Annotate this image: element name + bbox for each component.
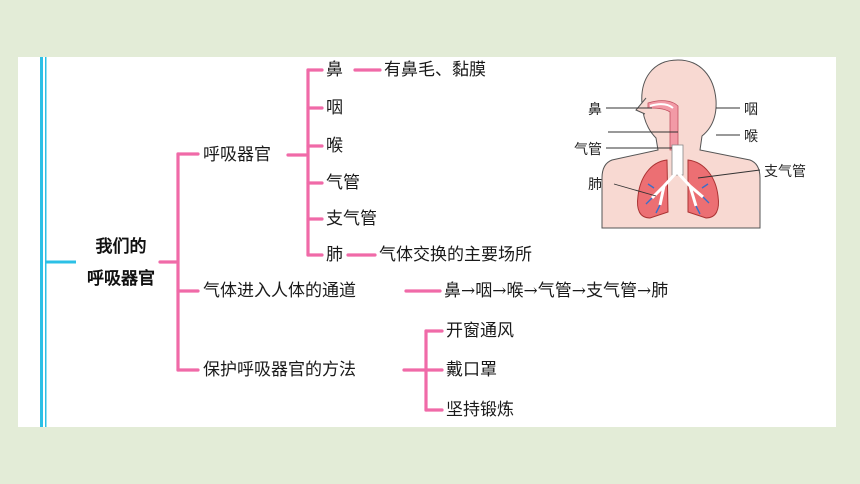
root-line-1: 我们的 [95, 237, 147, 257]
figure-label-trachea: 气管 [574, 142, 602, 158]
organ-trachea: 气管 [326, 173, 360, 193]
figure-label-bronchi: 支气管 [764, 164, 806, 180]
protect-item: 戴口罩 [446, 360, 497, 380]
organ-nose-note: 有鼻毛、黏膜 [384, 60, 486, 80]
organ-bronchi: 支气管 [326, 209, 377, 229]
protect-item: 开窗通风 [446, 321, 514, 341]
organ-nose: 鼻 [326, 60, 343, 80]
figure-label-lung: 肺 [588, 177, 602, 193]
airway-sequence: 鼻→咽→喉→气管→支气管→肺 [444, 281, 669, 301]
branch-organs-label: 呼吸器官 [203, 145, 271, 165]
root-line-2: 呼吸器官 [87, 269, 155, 289]
organ-larynx: 喉 [326, 136, 343, 156]
organ-pharynx: 咽 [326, 98, 343, 118]
organ-lung-note: 气体交换的主要场所 [379, 245, 532, 265]
figure-label-pharynx: 咽 [744, 102, 758, 118]
connector-lines [158, 68, 444, 412]
branch-path-label: 气体进入人体的通道 [203, 281, 356, 301]
root-node: 我们的 呼吸器官 [76, 231, 166, 295]
figure-label-nose: 鼻 [588, 102, 602, 118]
branch-protect-label: 保护呼吸器官的方法 [203, 360, 356, 380]
respiratory-system-illustration [601, 59, 761, 229]
organ-lung: 肺 [326, 245, 343, 265]
protect-item: 坚持锻炼 [446, 400, 514, 420]
figure-label-larynx: 喉 [744, 129, 758, 145]
accent-bar [40, 57, 76, 427]
